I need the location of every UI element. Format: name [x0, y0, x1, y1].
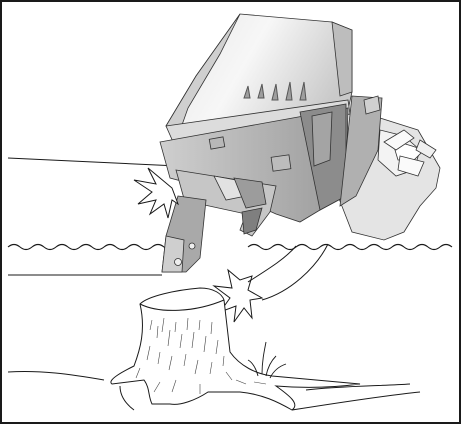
- impact-burst-icon: [212, 268, 264, 323]
- outboard-motor-icon: [159, 13, 441, 273]
- impact-burst-icon: [133, 167, 180, 219]
- boat-hull: [7, 157, 179, 276]
- tree-stump-icon: [7, 287, 421, 411]
- water-surface-icon: [7, 243, 453, 251]
- grass-tuft-icon: [247, 341, 287, 379]
- motion-lines: [247, 243, 329, 301]
